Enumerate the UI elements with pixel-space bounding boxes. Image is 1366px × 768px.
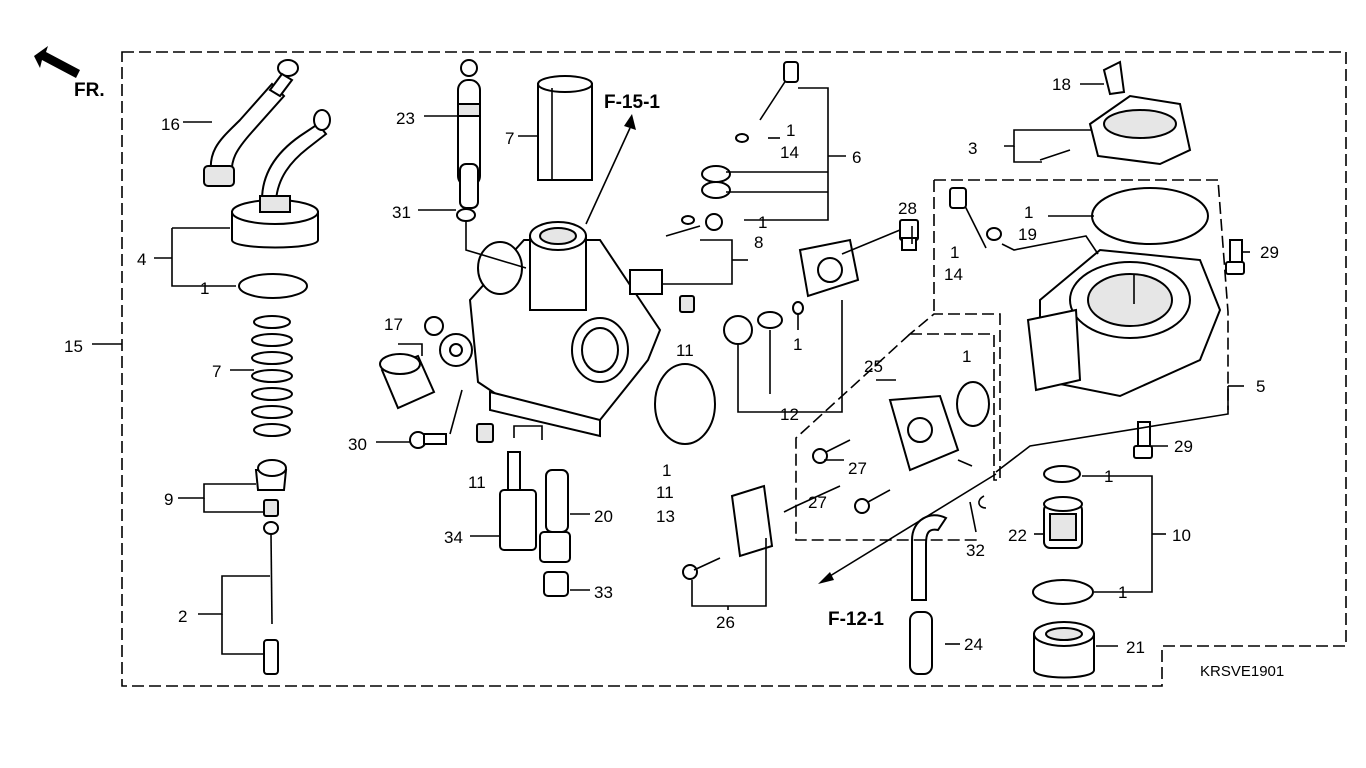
callout-10: 10 [1172, 526, 1191, 545]
callout-24: 24 [964, 635, 983, 654]
callout-11-a: 11 [676, 341, 694, 360]
diagram-code: KRSVE1901 [1200, 663, 1284, 680]
part-4-carburetor-top-cap [231, 109, 331, 249]
callout-1-left: 1 [200, 279, 209, 298]
callout-28: 28 [898, 199, 917, 218]
callout-9: 9 [164, 490, 173, 509]
ref-label-top: F-15-1 [604, 92, 660, 113]
part-7-throttle-spring [251, 315, 293, 437]
callout-14: 14 [944, 265, 963, 284]
part-1-ring-upper [1043, 465, 1081, 483]
ref-arrow-bottom [818, 473, 997, 584]
front-arrow-icon [34, 46, 80, 78]
part-21-drain-cap [1033, 621, 1095, 679]
callout-27b: 27 [848, 459, 867, 478]
part-31-small-ring [456, 208, 476, 222]
part-11-nut-b [476, 423, 494, 443]
callout-3: 3 [968, 139, 977, 158]
callout-11-13: 11 [656, 483, 674, 502]
part-32-clip [978, 495, 987, 509]
callout-1-19: 1 [1024, 203, 1033, 222]
callout-8: 8 [754, 233, 763, 252]
callout-29b: 29 [1174, 437, 1193, 456]
callout-1-10b: 1 [1118, 583, 1127, 602]
ref-arrow-top [585, 114, 636, 225]
callout-30: 30 [348, 435, 367, 454]
part-24-drain-hose [909, 514, 948, 675]
part-1-o-ring-cap [238, 273, 308, 299]
callout-17: 17 [384, 315, 403, 334]
part-8-throttle-stop-screw [629, 213, 723, 295]
callout-22: 22 [1008, 526, 1027, 545]
part-1-ring-lower [1032, 579, 1094, 605]
front-direction-label: FR. [74, 80, 105, 101]
callout-1-25: 1 [962, 347, 971, 366]
callout-15: 15 [64, 337, 83, 356]
callout-31: 31 [392, 203, 411, 222]
part-17-diaphragm-cap [379, 353, 436, 410]
part-2-jet-needle [263, 521, 279, 675]
part-25-pump-cover [888, 394, 973, 472]
callout-1-13: 1 [662, 461, 671, 480]
part-11-nut-a [679, 295, 695, 313]
callout-1-10a: 1 [1104, 467, 1113, 486]
callout-1-6: 1 [786, 121, 795, 140]
callout-27a: 27 [808, 493, 827, 512]
part-7-throttle-valve [537, 75, 593, 181]
part-3-float-cover [1039, 94, 1192, 166]
callout-21: 21 [1126, 638, 1145, 657]
part-22-filter [1043, 496, 1083, 549]
carburetor-body [424, 221, 662, 438]
part-26-bracket [682, 484, 774, 580]
callout-11-b: 11 [468, 473, 486, 492]
callout-6: 6 [852, 148, 861, 167]
part-5-float-chamber [1026, 248, 1222, 398]
assembly-frame [121, 51, 1347, 687]
part-28-screw [899, 219, 919, 251]
callout-5: 5 [1256, 377, 1265, 396]
callout-34: 34 [444, 528, 463, 547]
callout-26: 26 [716, 613, 735, 632]
part-13-float-gasket [654, 363, 716, 445]
callout-7a: 7 [505, 129, 514, 148]
part-20-needle-jet [539, 469, 571, 563]
callout-1-6b: 1 [758, 213, 767, 232]
callout-18: 18 [1052, 75, 1071, 94]
callout-29a: 29 [1260, 243, 1279, 262]
callout-13: 13 [656, 507, 675, 526]
part-29-screws [1133, 239, 1245, 459]
callout-2: 2 [178, 607, 187, 626]
part-27-screws [812, 439, 891, 514]
part-16-fuel-hose-elbow [203, 59, 299, 187]
part-1-pump-o-ring [956, 381, 990, 427]
part-30-screw [409, 431, 447, 449]
callout-20: 20 [594, 507, 613, 526]
callout-1-14: 1 [950, 243, 959, 262]
callout-1-12: 1 [793, 335, 802, 354]
part-19-gasket [1091, 187, 1209, 245]
ref-label-bottom: F-12-1 [828, 609, 884, 630]
callout-4: 4 [137, 250, 146, 269]
callout-32: 32 [966, 541, 985, 560]
part-9-needle-clip-set [254, 459, 288, 517]
callout-19: 19 [1018, 225, 1037, 244]
part-34-slow-jet [499, 451, 537, 551]
callout-16: 16 [161, 115, 180, 134]
callout-7b: 7 [212, 362, 221, 381]
callout-33: 33 [594, 583, 613, 602]
part-18-cap [1102, 60, 1126, 96]
callout-12: 12 [780, 405, 799, 424]
part-14-air-screw [949, 187, 1002, 249]
part-6-pilot-screw [681, 61, 799, 225]
chamber-subframe [933, 179, 1229, 410]
leader-lines [92, 83, 1250, 655]
part-12-accelerator-pump [723, 238, 860, 345]
part-23-vent-hose [457, 59, 481, 209]
callout-25: 25 [864, 357, 883, 376]
callout-14-6: 14 [780, 143, 799, 162]
callout-23: 23 [396, 109, 415, 128]
part-33-main-jet [543, 571, 569, 597]
